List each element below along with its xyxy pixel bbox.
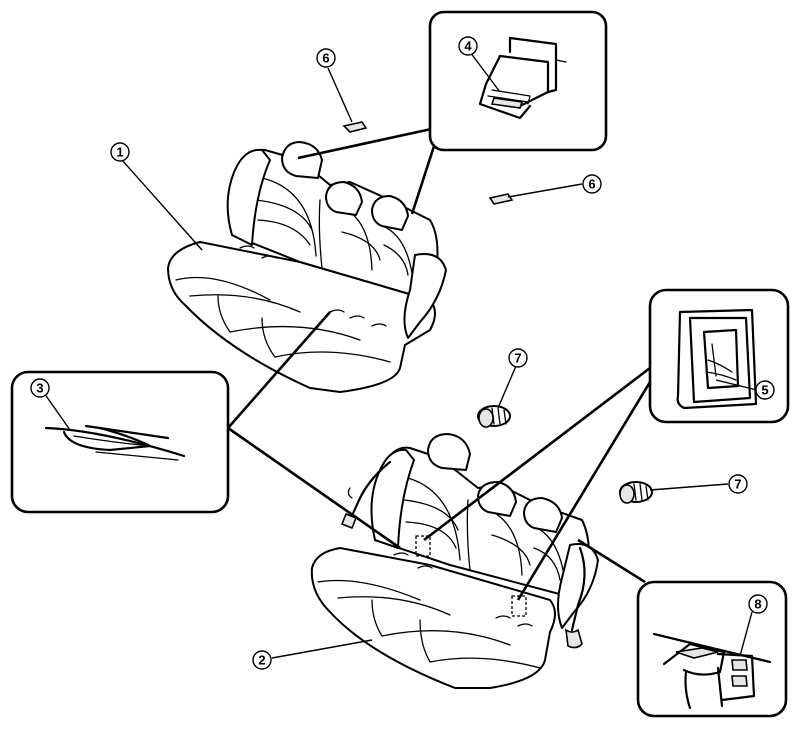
callout-3: 3 — [30, 378, 50, 398]
callout-6-right-label: 6 — [588, 177, 595, 192]
buckle-cover-icon — [652, 632, 772, 710]
leader-lines — [41, 51, 758, 659]
callout-2-label: 2 — [258, 653, 265, 668]
detail-box-bracket — [428, 10, 608, 152]
callout-7-right-label: 7 — [734, 477, 741, 492]
tape-icon — [488, 193, 514, 205]
callout-8: 8 — [748, 594, 768, 614]
clip-pad-icon — [44, 424, 186, 461]
callout-4-label: 4 — [464, 39, 472, 54]
callout-3-label: 3 — [36, 381, 43, 396]
callout-7-top-label: 7 — [514, 351, 521, 366]
rear-seat-lower-icon — [310, 433, 599, 689]
bracket-icon — [478, 36, 567, 120]
callout-7-right: 7 — [728, 474, 748, 494]
callout-5-label: 5 — [761, 383, 768, 398]
callout-1: 1 — [110, 142, 130, 162]
callout-6-right: 6 — [582, 174, 602, 194]
callout-5: 5 — [755, 380, 775, 400]
grommet-icon — [619, 481, 653, 504]
rear-seat-upper-icon — [167, 141, 447, 393]
callout-2: 2 — [252, 650, 272, 670]
callout-6-top: 6 — [316, 48, 336, 68]
detail-box-clip-pad — [10, 370, 230, 514]
grommet-icon — [477, 405, 511, 428]
callout-1-label: 1 — [116, 145, 123, 160]
callout-connector-lines — [227, 126, 652, 601]
callout-4: 4 — [458, 36, 478, 56]
callout-7-top: 7 — [508, 348, 528, 368]
detail-box-buckle-cover — [636, 580, 788, 718]
detail-box-latch-frame — [648, 288, 790, 424]
tape-icon — [342, 121, 368, 133]
callout-6-top-label: 6 — [322, 51, 329, 66]
callout-8-label: 8 — [754, 597, 761, 612]
